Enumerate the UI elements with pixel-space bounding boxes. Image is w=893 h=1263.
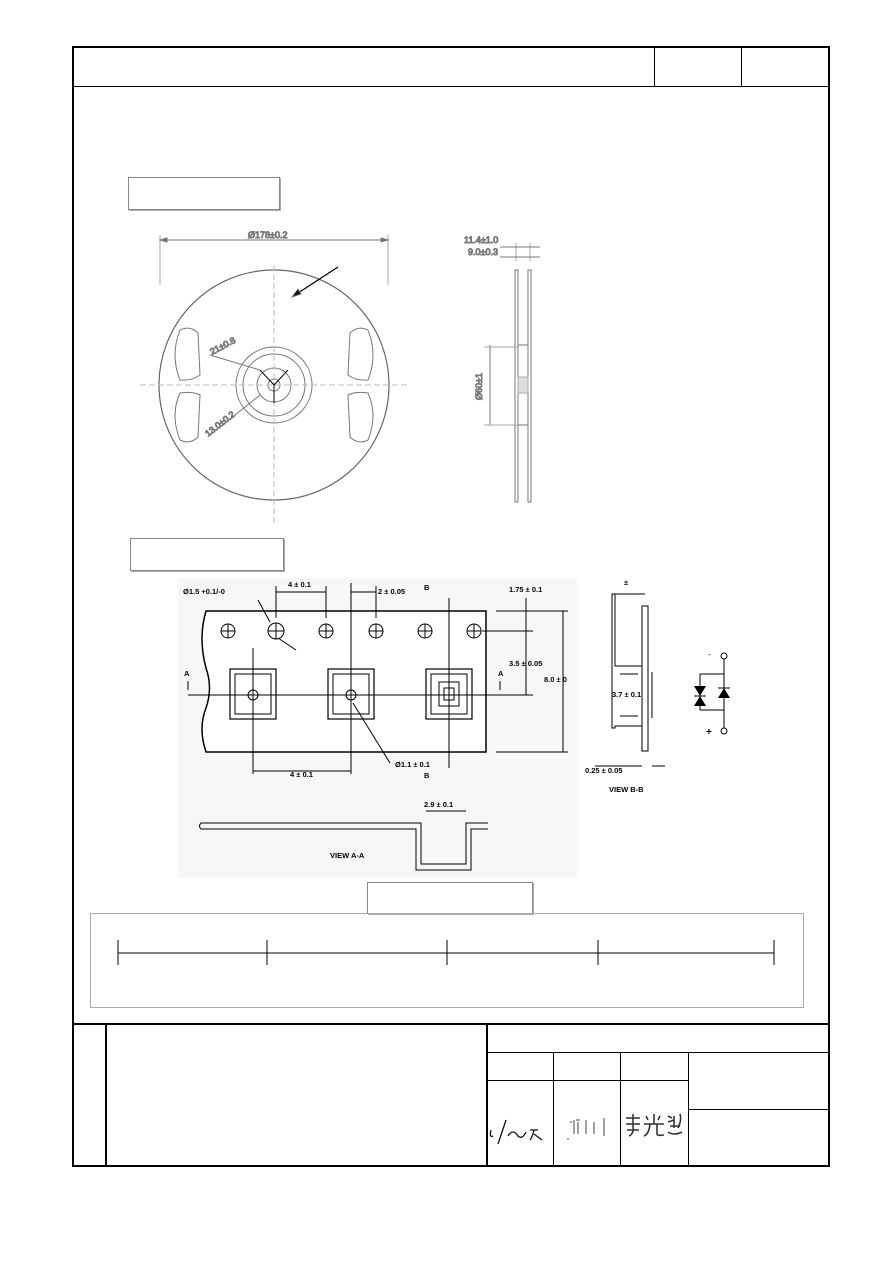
spindle-hole-label: 13.0±0.2	[203, 409, 237, 438]
reel-section-label-box	[128, 177, 280, 210]
tape-section-label-box	[130, 538, 284, 571]
p2-label: 2 ± 0.05	[378, 587, 405, 596]
carrier-tape-drawing: Ø1.5 +0.1/-0 4 ± 0.1 2 ± 0.05 B B A A 1.…	[178, 578, 578, 878]
title-bar-divider-2	[741, 46, 742, 86]
pitch-top-label: 4 ± 0.1	[288, 580, 311, 589]
diode-symbol: - +	[694, 650, 730, 738]
pocket-hole-label: Ø1.1 ± 0.1	[395, 760, 430, 769]
view-aa-drawing: 2.9 ± 0.1 VIEW A-A	[199, 800, 488, 871]
bottom-block-left-divider	[105, 1023, 107, 1166]
view-bb-top-label: ±	[624, 578, 628, 587]
section-b-bottom: B	[424, 771, 430, 780]
center-hub-label: Ø60±1	[474, 373, 484, 400]
section-b-top: B	[424, 583, 430, 592]
view-aa-caption: VIEW A-A	[330, 851, 365, 860]
sign-row-top-line	[486, 1052, 830, 1053]
plus-label: +	[706, 727, 712, 738]
drawing-frame	[72, 46, 830, 1167]
sign-col-divider-2	[620, 1052, 621, 1166]
sign-col-divider-1	[553, 1052, 554, 1166]
pocket-width-label: 2.9 ± 0.1	[424, 800, 453, 809]
section-a-left: A	[184, 669, 190, 678]
minus-label: -	[708, 650, 711, 659]
view-bb-drawing: ± 3.7 ± 0.1 0.25 ± 0.05 VIEW B-B	[585, 578, 665, 794]
e-dist-label: 1.75 ± 0.1	[509, 585, 542, 594]
bottom-block-top-line	[72, 1023, 830, 1025]
tape-width-label: 8.0 ± 0	[544, 675, 567, 684]
title-bar-bottom-line	[72, 86, 830, 87]
leader-trailer-scale	[117, 940, 775, 965]
reel-width-outer: 11.4±1.0	[464, 235, 498, 245]
pocket-pitch-label: 4 ± 0.1	[290, 770, 313, 779]
sprocket-hole-label: Ø1.5 +0.1/-0	[183, 587, 225, 596]
bottom-block-mid-divider	[486, 1023, 488, 1166]
reel-diameter-label: Ø178±0.2	[248, 230, 287, 240]
leader-section-label-box	[367, 882, 533, 914]
section-a-right: A	[498, 669, 504, 678]
f-dist-label: 3.5 ± 0.05	[509, 659, 542, 668]
reel-drawing: Ø178±0.2 21±0.8 13.0±0.2 11.4±1.0 9.0±0.…	[140, 230, 540, 523]
leader-trailer-box	[90, 913, 804, 1008]
sign-row-header-line	[486, 1080, 688, 1081]
title-bar-divider-1	[654, 46, 655, 86]
signature-checker	[567, 1118, 605, 1140]
thickness-label: 0.25 ± 0.05	[585, 766, 622, 775]
signature-drafter	[489, 1119, 543, 1145]
view-bb-caption: VIEW B-B	[609, 785, 644, 794]
reel-width-inner: 9.0±0.3	[468, 247, 498, 257]
pocket-depth-label: 3.7 ± 0.1	[612, 690, 641, 699]
signature-approver	[626, 1113, 683, 1137]
hub-diameter-label: 21±0.8	[208, 335, 237, 357]
right-cell-divider	[688, 1109, 830, 1110]
